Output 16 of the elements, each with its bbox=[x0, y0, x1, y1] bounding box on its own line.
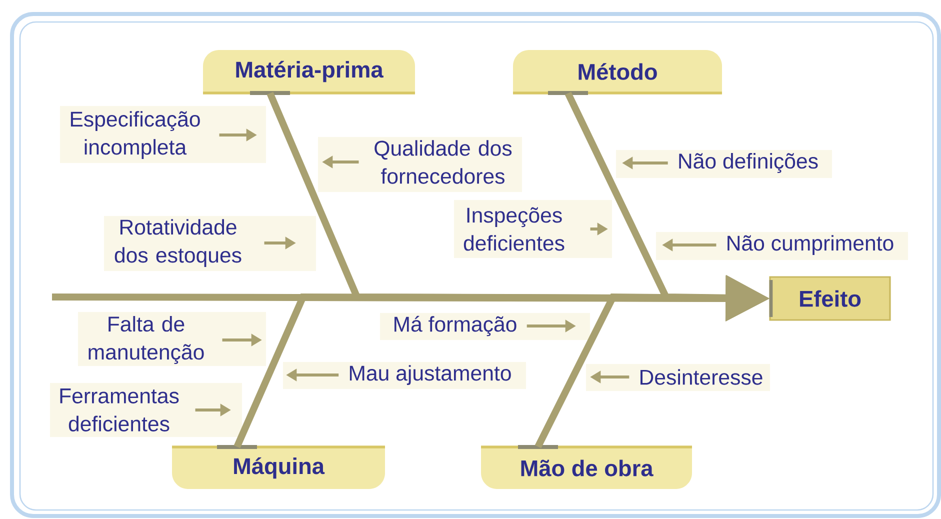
cause-label: Não cumprimento bbox=[656, 232, 908, 260]
cause-label: Não definições bbox=[616, 150, 832, 178]
cause-label: Má formação bbox=[380, 313, 590, 340]
cause-label: Especificação incompleta bbox=[60, 106, 266, 163]
cause-label: Mau ajustamento bbox=[283, 362, 526, 389]
cause-label: Rotatividade dos estoques bbox=[104, 216, 316, 271]
effect-box: Efeito bbox=[769, 276, 891, 321]
cause-label: Inspeções deficientes bbox=[454, 200, 612, 258]
cause-label: Falta de manutenção bbox=[78, 312, 266, 366]
category-box: Máquina bbox=[172, 445, 385, 489]
category-box: Método bbox=[513, 50, 722, 95]
category-box: Mão de obra bbox=[481, 445, 692, 489]
cause-label: Desinteresse bbox=[586, 364, 770, 391]
cause-label: Qualidade dos fornecedores bbox=[318, 137, 522, 192]
category-box: Matéria-prima bbox=[203, 50, 415, 95]
cause-label: Ferramentas deficientes bbox=[50, 383, 242, 437]
